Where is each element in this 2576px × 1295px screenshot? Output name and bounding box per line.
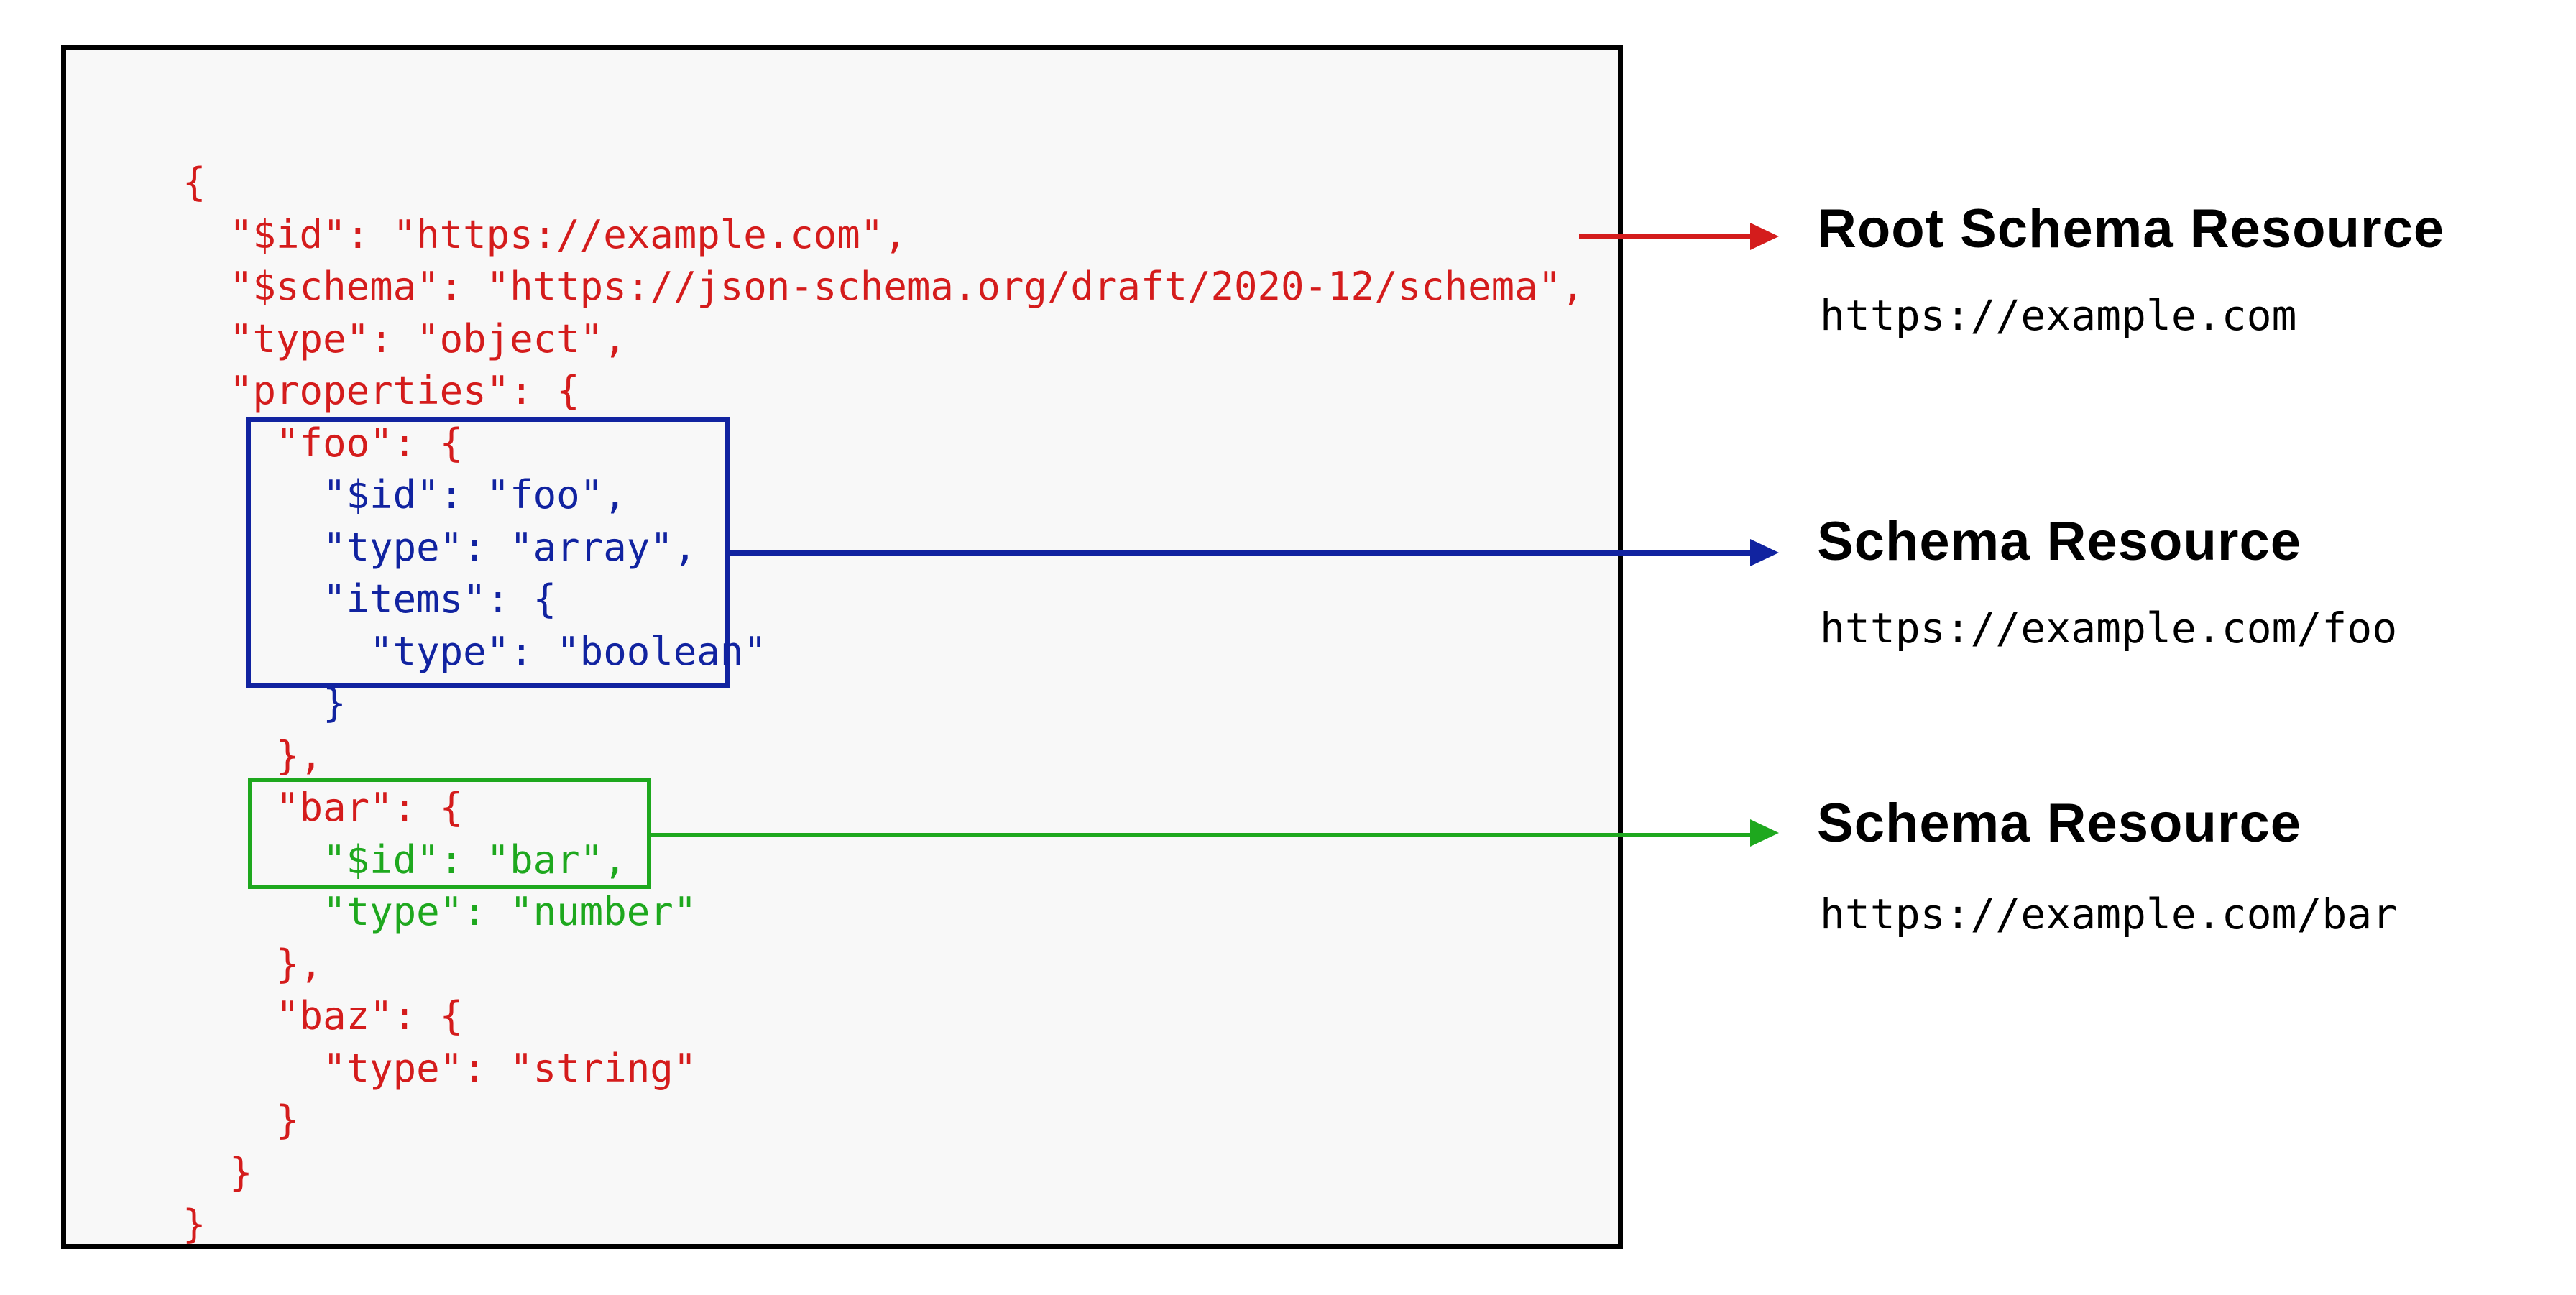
root-schema-resource-url: https://example.com — [1820, 291, 2297, 340]
code-line: "foo": { — [183, 420, 464, 466]
foo-schema-outline-box — [246, 417, 730, 688]
root-schema-arrow-line — [1579, 234, 1750, 239]
code-line: "$schema": "https://json-schema.org/draf… — [183, 264, 1585, 309]
code-line: "baz": { — [183, 993, 464, 1038]
code-line: "$id": "foo", — [183, 472, 627, 517]
bar-schema-arrow-line — [651, 833, 1750, 837]
bar-schema-resource-title: Schema Resource — [1817, 793, 2301, 854]
foo-schema-arrowhead-icon — [1750, 539, 1779, 566]
code-line: "type": "number" — [183, 889, 697, 934]
code-line: "type": "string" — [183, 1045, 697, 1091]
foo-schema-resource-url: https://example.com/foo — [1820, 604, 2398, 653]
code-line: } — [183, 1097, 300, 1143]
code-line: "$id": "bar", — [183, 837, 627, 882]
code-line: }, — [183, 941, 323, 987]
foo-schema-resource-title: Schema Resource — [1817, 511, 2301, 572]
code-block: { "$id": "https://example.com", "$schema… — [183, 157, 1585, 1251]
code-line: { — [183, 160, 206, 205]
code-line: }, — [183, 732, 323, 778]
code-line: "type": "array", — [183, 524, 697, 570]
code-line: "bar": { — [183, 785, 464, 830]
code-line: } — [183, 1149, 253, 1195]
schema-panel: { "$id": "https://example.com", "$schema… — [61, 45, 1623, 1249]
code-line: "items": { — [183, 576, 557, 622]
code-line: "properties": { — [183, 368, 580, 413]
bar-schema-arrowhead-icon — [1750, 819, 1779, 847]
bar-schema-outline-box — [248, 778, 651, 889]
code-line: "type": "boolean" — [183, 628, 767, 674]
foo-schema-arrow-line — [730, 550, 1750, 556]
bar-schema-resource-url: https://example.com/bar — [1820, 890, 2398, 939]
code-line: "$id": "https://example.com", — [183, 211, 907, 257]
root-schema-resource-title: Root Schema Resource — [1817, 198, 2445, 259]
code-line: "type": "object", — [183, 315, 627, 361]
code-line: } — [183, 1202, 206, 1247]
root-schema-arrowhead-icon — [1750, 223, 1779, 250]
